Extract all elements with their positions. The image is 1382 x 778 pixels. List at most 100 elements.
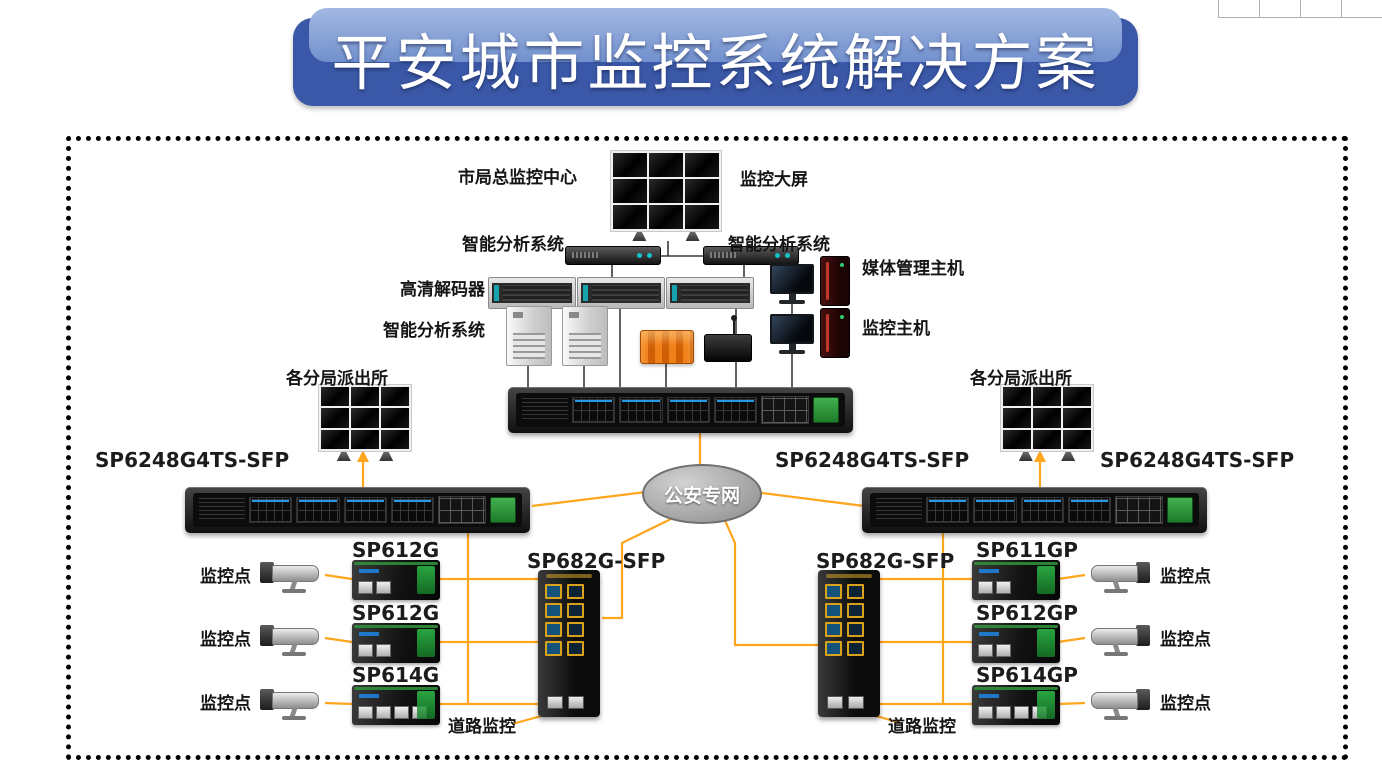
screen-cell: [381, 408, 409, 428]
sfp-port-groups: [249, 497, 434, 523]
table-cell: [1300, 0, 1341, 18]
sfp-port-group: [572, 397, 616, 423]
cam-point-label: 监控点: [1160, 567, 1211, 587]
rj45-port-group: [438, 496, 486, 524]
cam-point-label: 监控点: [1160, 694, 1211, 714]
screen-cell: [613, 153, 647, 177]
sfp-port-groups: [572, 397, 757, 423]
decoder-unit: [577, 277, 665, 309]
decoder-accent: [672, 285, 677, 301]
analysis-tower-server: [506, 306, 552, 366]
camera-body: [272, 692, 319, 709]
analysis-server-left: [565, 246, 661, 265]
switch-faceplate: [870, 493, 1199, 527]
ethernet-port: [394, 706, 409, 719]
spreadsheet-fragment: [1218, 0, 1382, 18]
core-switch-left-label: SP6248G4TS-SFP: [95, 448, 290, 472]
decoder-slots: [681, 285, 748, 301]
ethernet-ports: [978, 581, 1011, 594]
sfp-port: [825, 603, 842, 618]
switch-top-strip: [354, 625, 438, 628]
device-label-strip: [417, 691, 435, 719]
ethernet-port: [996, 706, 1011, 719]
table-cell: [1218, 0, 1259, 18]
camera-body: [1091, 628, 1138, 645]
ethernet-port: [547, 696, 563, 709]
screen-cell: [351, 429, 379, 449]
ethernet-port: [376, 706, 391, 719]
core-switch-center: [508, 387, 853, 433]
camera-lens: [1136, 689, 1150, 710]
monitor-base: [779, 300, 805, 304]
ethernet-port: [978, 706, 993, 719]
screen-cell: [1063, 387, 1091, 407]
camera-device: [1086, 621, 1152, 659]
switch-top-strip: [974, 562, 1058, 565]
camera-body: [1091, 565, 1138, 582]
monitor-host-label: 监控主机: [862, 319, 930, 339]
page-title: 平安城市监控系统解决方案: [331, 27, 1100, 99]
screen-cell: [649, 205, 683, 229]
uplink-ports: [827, 696, 864, 709]
ethernet-port: [978, 581, 993, 594]
monitor-screen: [770, 314, 814, 344]
ethernet-port: [848, 696, 864, 709]
table-cell: [1259, 0, 1300, 18]
sfp-port-group: [926, 497, 970, 523]
table-cell: [1341, 0, 1382, 18]
led-strip: [979, 569, 999, 573]
ethernet-port: [996, 581, 1011, 594]
ethernet-port: [978, 644, 993, 657]
decoder-accent: [494, 285, 499, 301]
banner-highlight: [309, 8, 1122, 62]
camera-device: [1086, 558, 1152, 596]
led-strip: [979, 694, 999, 698]
sfp-port: [825, 641, 842, 656]
rj45-port-group: [1115, 496, 1163, 524]
camera-base: [282, 716, 306, 720]
sfp-port: [847, 641, 864, 656]
sfp-port-group: [390, 497, 434, 523]
switch-top-strip: [354, 562, 438, 565]
monitor-base: [779, 350, 805, 354]
screen-cell: [649, 179, 683, 203]
server-vents: [513, 333, 545, 359]
sfp-ports: [825, 584, 864, 656]
sfp-port-group: [296, 497, 340, 523]
screen-cell: [1003, 429, 1031, 449]
analysis-tower-server: [562, 306, 608, 366]
server-badge: [513, 312, 523, 318]
server-badge: [569, 312, 579, 318]
sfp-port-group: [666, 397, 710, 423]
monitor-center-label: 市局总监控中心: [458, 168, 577, 188]
screen-cell: [381, 429, 409, 449]
switch-top-strip: [974, 625, 1058, 628]
smart-analysis-lower-label: 智能分析系统: [383, 321, 485, 341]
aggregation-switch-left: [538, 570, 600, 717]
decoder-accent: [583, 285, 588, 301]
led-strip: [359, 632, 379, 636]
sfp-port: [567, 622, 584, 637]
led-strip: [979, 632, 999, 636]
switch-faceplate: [516, 393, 845, 427]
ethernet-ports: [358, 644, 391, 657]
camera-lens: [260, 625, 274, 646]
camera-base: [1104, 589, 1128, 593]
device-label-strip: [1037, 566, 1055, 594]
access-switch-sp611gp: [972, 560, 1060, 600]
camera-device: [258, 621, 324, 659]
camera-lens: [1136, 625, 1150, 646]
camera-lens: [260, 689, 274, 710]
sfp-port: [847, 622, 864, 637]
smart-analysis-right-label: 智能分析系统: [728, 235, 830, 255]
smart-analysis-left-label: 智能分析系统: [462, 235, 564, 255]
camera-base: [282, 589, 306, 593]
branch-left-label: 各分局派出所: [286, 369, 388, 389]
antenna: [730, 315, 737, 335]
hd-decoder-label: 高清解码器: [400, 280, 485, 300]
decoder-slots: [592, 285, 659, 301]
ethernet-port: [1014, 706, 1029, 719]
sfp-port-group: [973, 497, 1017, 523]
decoder-unit: [666, 277, 754, 309]
